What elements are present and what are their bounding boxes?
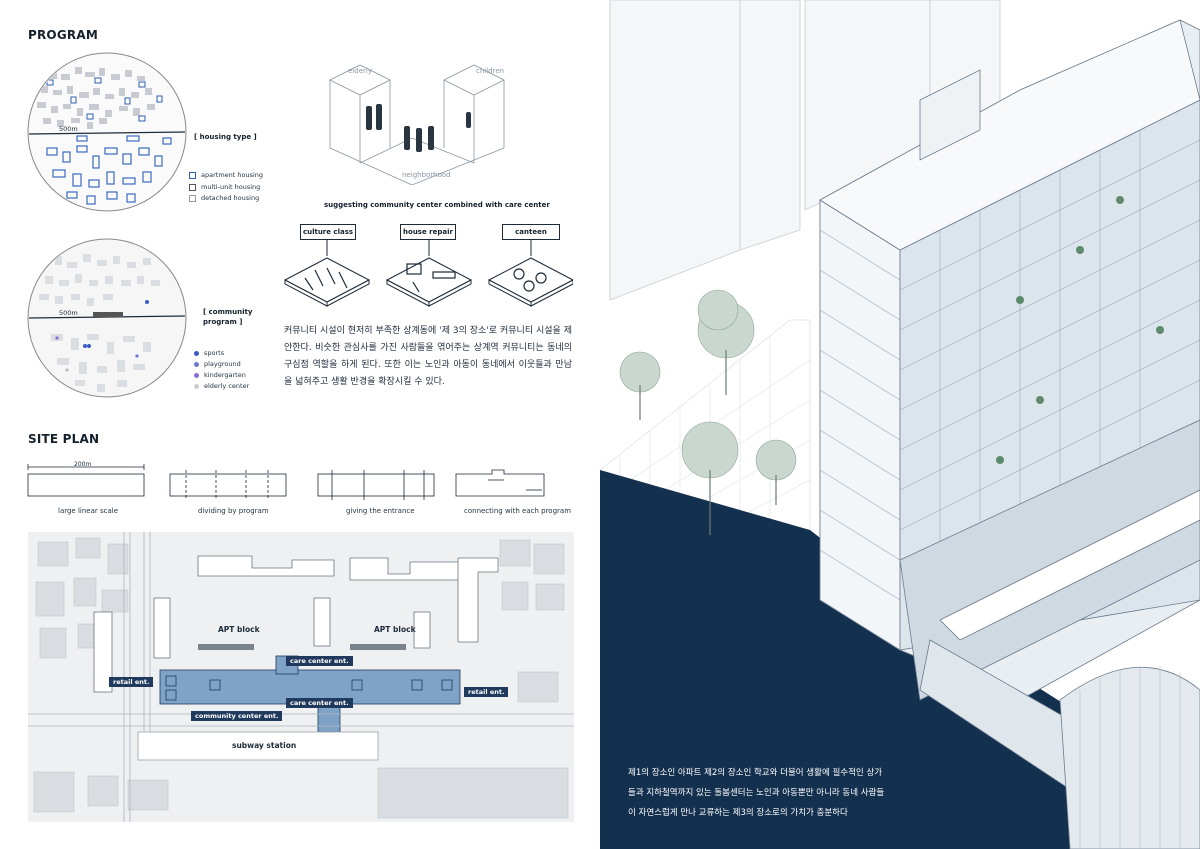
housing-map: 500m <box>27 52 187 212</box>
care-center-ent-bottom: care center ent. <box>286 698 353 708</box>
dot-icon <box>194 361 199 367</box>
caption-line-3: 이 자연스럽게 만나 교류하는 제3의 장소로의 가치가 충분하다 <box>628 808 848 818</box>
step-dividing-by-program: dividing by program <box>198 507 269 515</box>
children-label: children <box>476 67 505 75</box>
step-giving-the-entrance: giving the entrance <box>346 507 415 515</box>
legend-detached: detached housing <box>189 194 259 202</box>
community-map: 500m <box>27 238 187 398</box>
dot-icon <box>194 383 199 389</box>
community-diagram <box>329 64 505 185</box>
apt-block-2: APT block <box>374 625 416 634</box>
program-paragraph: 커뮤니티 시설이 현저히 부족한 상계동에 '제 3의 장소'로 커뮤니티 시설… <box>284 326 572 387</box>
legend-multi-unit: multi-unit housing <box>189 183 260 191</box>
right-caption: 제1의 장소인 아파트 제2의 장소인 학교와 더불어 생활에 필수적인 상가 … <box>628 763 884 823</box>
isometric-building-illustration <box>600 0 1200 849</box>
legend-elderly-center: elderly center <box>194 382 249 390</box>
caption-line-2: 들과 지하철역까지 있는 돌봄센터는 노인과 아동뿐만 아니라 동네 사람들 <box>628 788 885 798</box>
callout-culture-class: culture class <box>300 224 356 240</box>
community-legend-title: [ community program ] <box>203 308 253 326</box>
dot-icon <box>194 372 199 378</box>
square-icon <box>189 183 196 191</box>
care-center-ent-top: care center ent. <box>286 656 353 666</box>
step-connecting: connecting with each program <box>464 507 572 515</box>
left-panel: PROGRAM <box>27 28 574 822</box>
svg-text:200m: 200m <box>74 461 91 468</box>
apt-block-1: APT block <box>218 625 260 634</box>
legend-kindergarten: kindergarten <box>194 371 246 379</box>
square-icon <box>189 194 196 202</box>
callout-house-repair: house repair <box>400 224 456 240</box>
callout-canteen: canteen <box>502 224 560 240</box>
community-center-ent: community center ent. <box>191 711 283 721</box>
subway-station-label: subway station <box>232 741 297 750</box>
retail-ent-right: retail ent. <box>464 687 509 697</box>
neighborhood-label: neighborhood <box>402 171 451 179</box>
diagram-caption: suggesting community center combined wit… <box>324 201 550 209</box>
program-iso-tiles <box>283 240 573 307</box>
svg-text:500m: 500m <box>59 309 78 317</box>
retail-ent-left: retail ent. <box>109 677 154 687</box>
caption-line-1: 제1의 장소인 아파트 제2의 장소인 학교와 더불어 생활에 필수적인 상가 <box>628 768 883 778</box>
legend-playground: playground <box>194 360 241 368</box>
site-plan-steps: 200m <box>27 461 545 500</box>
step-large-linear-scale: large linear scale <box>58 507 119 515</box>
map1-scale: 500m <box>59 125 78 133</box>
elderly-label: elderly <box>348 67 372 75</box>
legend-sports: sports <box>194 349 224 357</box>
dot-icon <box>194 350 199 356</box>
program-title: PROGRAM <box>28 28 98 42</box>
legend-apartment: apartment housing <box>189 171 263 179</box>
housing-legend-title: [ housing type ] <box>194 133 257 141</box>
site-plan-title: SITE PLAN <box>28 432 100 446</box>
square-icon <box>189 171 196 179</box>
right-panel: 제1의 장소인 아파트 제2의 장소인 학교와 더불어 생활에 필수적인 상가 … <box>600 0 1200 849</box>
